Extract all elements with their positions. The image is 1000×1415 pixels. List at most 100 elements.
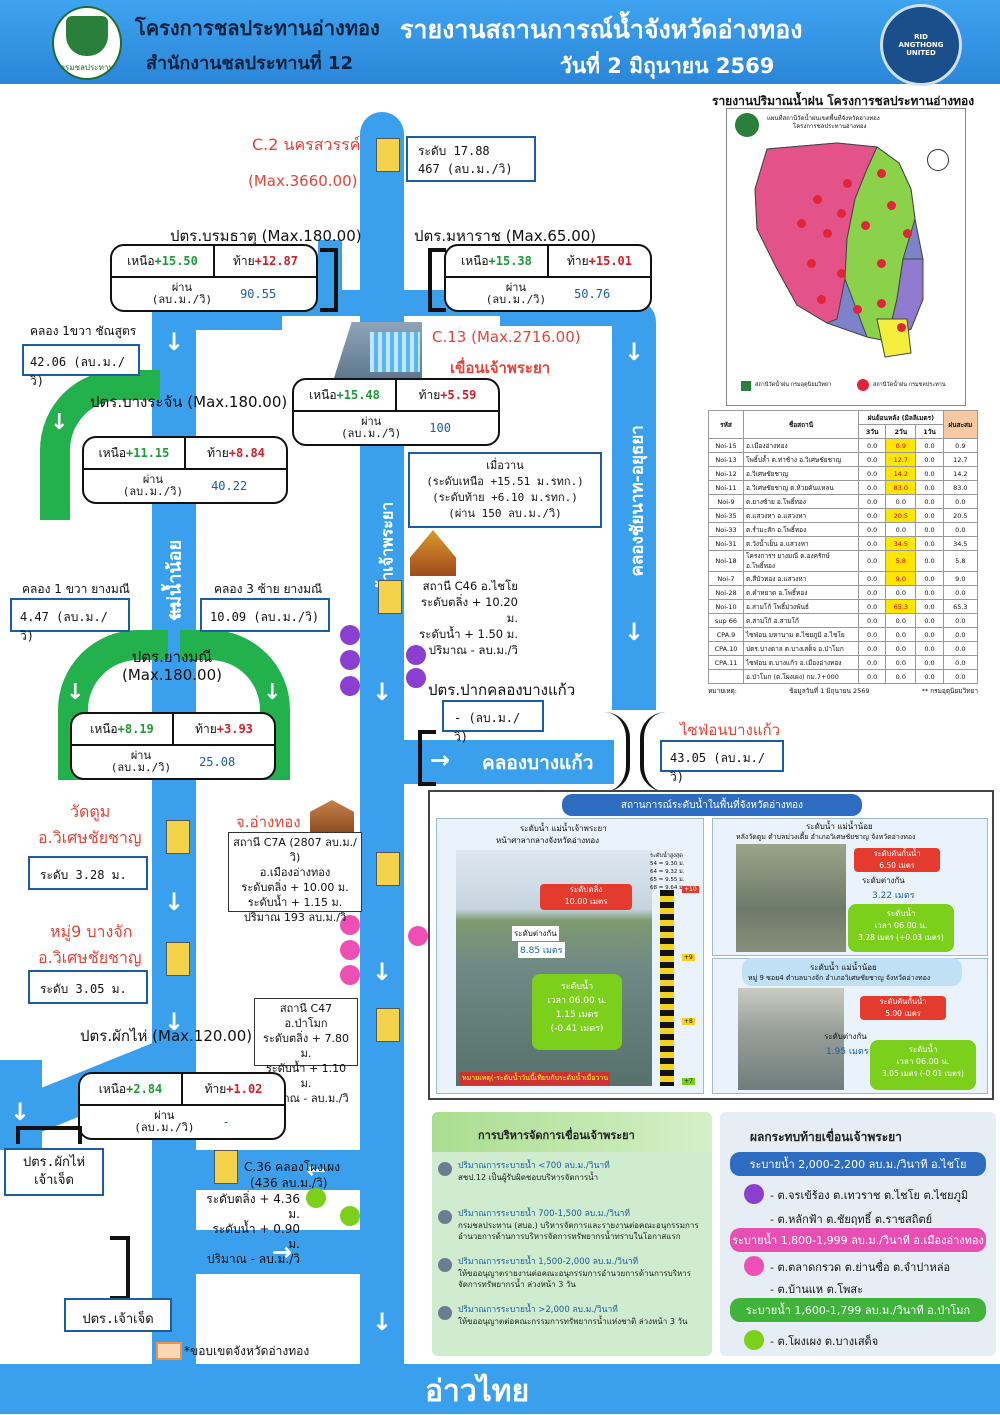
c7a-title: จ.อ่างทอง bbox=[236, 813, 301, 831]
chaochet-box: ปตร.เจ้าเจ็ด bbox=[64, 1298, 172, 1332]
rain-cell-value: 0.0 bbox=[915, 508, 944, 523]
bangkaeo-gate-title: ปตร.ปากคลองบางแก้ว bbox=[428, 681, 576, 699]
sit-staff-mark-3: +8 bbox=[682, 1018, 695, 1025]
rain-cell-value: 0.9 bbox=[942, 438, 979, 453]
yangmanee-up: +8.19 bbox=[117, 722, 154, 736]
c2-level: ระดับ 17.88 bbox=[418, 144, 490, 158]
phakhai-chaochet-box: ปตร.ผักไห่ เจ้าเจ็ด bbox=[4, 1148, 104, 1196]
bangkaeo-bracket bbox=[418, 730, 436, 786]
rain-cell-code: Noi-18 bbox=[708, 550, 744, 572]
rain-cell-name: ต.สีบัวทอง อ.แสวงหา bbox=[743, 571, 859, 586]
rain-cell-code: sup 66 bbox=[708, 613, 744, 628]
rain-station-dot bbox=[843, 179, 852, 188]
sit-rt-water-label: ระดับน้ำ bbox=[886, 909, 916, 918]
rain-cell-value: 12.7 bbox=[942, 452, 979, 467]
river-bangkaeo bbox=[404, 740, 614, 784]
rain-cell-value: 34.5 bbox=[885, 536, 917, 551]
rain-cell-value: 0.0 bbox=[915, 480, 944, 495]
rain-map-subtitle: โครงการชลประทานอ่างทอง bbox=[793, 123, 867, 130]
rain-station-dot bbox=[807, 259, 816, 268]
rain-station-dot bbox=[813, 195, 822, 204]
sit-rt-photo bbox=[736, 844, 846, 952]
rain-cell-name: ต.ร่ำมะสัก อ.โพธิ์ทอง bbox=[743, 522, 859, 537]
impact-legend-green bbox=[744, 1330, 764, 1350]
management-item-body: ให้ขออนุญาตต่อคณะกรรมการทรัพยากรน้ำแห่งช… bbox=[458, 1317, 688, 1326]
watdum-title-2: อ.วิเศษชัยชาญ bbox=[38, 828, 142, 847]
header-logo-left: กรมชลประทาน bbox=[52, 6, 122, 80]
impact-legend-pink bbox=[744, 1256, 764, 1276]
rain-cell-value: 5.8 bbox=[942, 550, 979, 572]
impact-band-3-a: - ต.โผงเผง ต.บางเสด็จ bbox=[770, 1335, 879, 1348]
cityhall-icon bbox=[310, 800, 354, 834]
phakhai-title: ปตร.ผักไห่ (Max.120.00) bbox=[80, 1027, 253, 1045]
c2-flow: 467 (ลบ.ม./วิ) bbox=[418, 162, 513, 176]
canal-arrow-3: ↓ bbox=[263, 680, 282, 705]
flow-arrow-chao-2: ↓ bbox=[372, 958, 393, 986]
rain-cell-name: ไซฟ่อน ต.บางแก้ว อ.เมืองอ่างทอง bbox=[743, 655, 859, 670]
river-phakhai-left bbox=[0, 1060, 42, 1150]
impact-band-1-b: - ต.หลักฟ้า ต.ชัยฤทธิ์ ต.ราชสถิตย์ bbox=[770, 1213, 933, 1226]
sit-rt-bank: ระดับคันกั้นน้ำ 6.50 เมตร bbox=[854, 848, 940, 872]
rain-cell-code bbox=[708, 669, 744, 684]
sit-staff-mark-1: +10 bbox=[682, 886, 699, 893]
sit-staff-gauge bbox=[660, 890, 674, 1086]
sit-staff-mark-2: +9 bbox=[682, 954, 695, 961]
logo-right-text: RID ANGTHONG UNITED bbox=[898, 33, 944, 57]
moo9-title-2: อ.วิเศษชัยชาญ bbox=[38, 948, 142, 967]
map-legend-1: สถานีวัดน้ำฝน กรมอุตุนิยมวิทยา bbox=[755, 382, 832, 388]
impact-dot-pink-2 bbox=[340, 940, 360, 960]
rain-cell-value: 9.0 bbox=[942, 571, 979, 586]
flow-arrow-chainat-1: ↓ bbox=[624, 338, 645, 366]
sit-rt-water: 3.28 เมตร (+0.03 เมตร) bbox=[858, 933, 944, 942]
management-item: ปริมาณการระบายน้ำ <700 ลบ.ม./วินาทีสชป.1… bbox=[436, 1152, 708, 1196]
rain-cell-value: 0.0 bbox=[857, 494, 887, 509]
c2-gauge-icon bbox=[376, 138, 400, 172]
river-label-chainat: คลองชัยนาท-อยุธยา bbox=[627, 425, 648, 577]
boromathat-flow-label: ผ่าน (ลบ.ม./วิ) bbox=[151, 281, 213, 306]
watdum-title-1: วัดตูม bbox=[70, 802, 111, 821]
impact-band-2-b: - ต.บ้านแห ต.โพสะ bbox=[770, 1283, 864, 1296]
yangmanee-title: ปตร.ยางมณี (Max.180.00) bbox=[122, 648, 222, 684]
rain-cell-value: 34.5 bbox=[942, 536, 979, 551]
rain-cell-code: Noi-13 bbox=[708, 452, 744, 467]
sit-rb-diff: 1.95 เมตร bbox=[826, 1047, 869, 1057]
maharat-down: +15.01 bbox=[588, 254, 633, 268]
rain-cell-value: 0.0 bbox=[915, 585, 944, 600]
siphon-label: ไซฟ่อนบางแก้ว bbox=[680, 721, 781, 739]
rain-cell-value: 0.0 bbox=[915, 641, 944, 656]
sit-left-bank: ระดับตลิ่ง 10.00 เมตร bbox=[540, 884, 632, 910]
rain-col-total: ฝนสะสม bbox=[942, 410, 979, 439]
rain-cell-name: โพธิ์ปล้ำ ต.ท่าช้าง อ.วิเศษชัยชาญ bbox=[743, 452, 859, 467]
rain-cell-name: ต.คำหยาด อ.โพธิ์ทอง bbox=[743, 585, 859, 600]
rain-cell-value: 0.0 bbox=[942, 641, 979, 656]
maharat-flow-label: ผ่าน (ลบ.ม./วิ) bbox=[485, 281, 547, 306]
rain-cell-name: ต.สามโก้ อ.สามโก้ bbox=[743, 613, 859, 628]
management-item: ปริมาณการระบายน้ำ >2,000 ลบ.ม./วินาทีให้… bbox=[436, 1296, 708, 1340]
sit-left-water: 1.15 เมตร bbox=[555, 1010, 599, 1020]
bangrachan-flow: 40.22 bbox=[211, 479, 248, 493]
management-item-body: ให้ขออนุญาตรายงานต่อคณะอนุกรรมการอำนวยกา… bbox=[458, 1269, 692, 1289]
river-chainat bbox=[612, 300, 656, 710]
rain-cell-value: 0.0 bbox=[942, 655, 979, 670]
rain-cell-value: 0.0 bbox=[857, 655, 887, 670]
c36-gauge-icon bbox=[214, 1150, 238, 1184]
header-logo-right: RID ANGTHONG UNITED bbox=[880, 4, 962, 86]
rain-cell-code: Noi-35 bbox=[708, 508, 744, 523]
chanasutr-flow-box: 42.06 (ลบ.ม./วิ) bbox=[22, 344, 140, 388]
impact-dot-green-2 bbox=[340, 1206, 360, 1226]
arrow-right-icon bbox=[438, 1162, 452, 1176]
rain-cell-value: 0.0 bbox=[915, 522, 944, 537]
flow-arrow-noi-1: ↓ bbox=[164, 328, 185, 356]
c2-max: (Max.3660.00) bbox=[248, 172, 358, 190]
phakhai-flow: - bbox=[222, 1115, 230, 1129]
impact-dot-pink-3 bbox=[340, 965, 360, 985]
flow-arrow-noi-2: ↓ bbox=[164, 598, 185, 626]
rain-cell-value: 14.2 bbox=[942, 466, 979, 481]
sit-left-note: หมายเหตุ(-ระดับน้ำวันนี้เทียบกับระดับน้ำ… bbox=[460, 1072, 611, 1085]
impact-dot-purple-5 bbox=[406, 668, 426, 688]
